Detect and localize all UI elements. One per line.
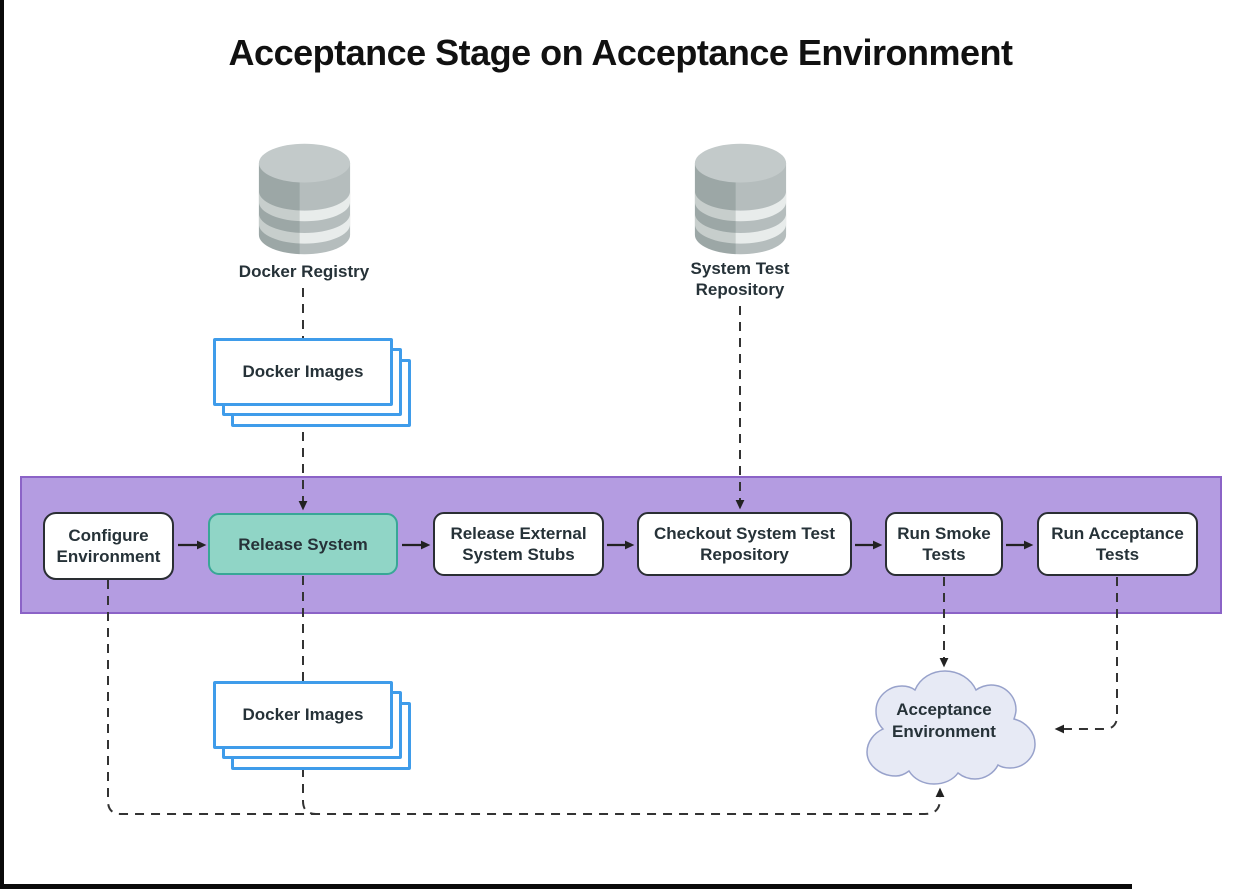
system-test-repository-database-icon [692,140,789,258]
diagram-title: Acceptance Stage on Acceptance Environme… [228,32,1013,73]
release-external-system-stubs-label: Release External System Stubs [450,524,587,564]
arrow-run-acceptance-tests-to-cloud [1054,577,1118,734]
arrow-configure-environment-to-cloud [107,580,945,815]
docker-images-bottom-label: Docker Images [242,705,364,724]
page-left-border [0,0,4,889]
acceptance-environment-cloud-icon [866,670,1036,785]
pipeline-step-configure-environment: Configure Environment [43,512,174,580]
docker-images-top-label: Docker Images [242,362,364,381]
system-test-repository-label: System Test Repository [690,259,790,299]
pipeline-step-checkout-system-test-repository: Checkout System Test Repository [637,512,852,576]
configure-environment-label: Configure Environment [56,526,161,566]
pipeline-step-release-external-system-stubs: Release External System Stubs [433,512,604,576]
docker-images-bottom: Docker Images [213,681,393,749]
release-system-label: Release System [238,534,368,554]
pipeline-step-run-acceptance-tests: Run Acceptance Tests [1037,512,1198,576]
page-bottom-border [0,884,1132,889]
docker-registry-label: Docker Registry [238,262,370,281]
docker-images-top: Docker Images [213,338,393,406]
acceptance-environment-label: Acceptance Environment [892,700,996,741]
pipeline-step-run-smoke-tests: Run Smoke Tests [885,512,1003,576]
docker-registry-database-icon [256,140,353,258]
run-smoke-tests-label: Run Smoke Tests [897,524,991,564]
checkout-system-test-repository-label: Checkout System Test Repository [653,524,836,564]
pipeline-step-release-system: Release System [208,513,398,575]
line-release-system-to-cloud-path [302,576,317,815]
run-acceptance-tests-label: Run Acceptance Tests [1051,524,1184,564]
